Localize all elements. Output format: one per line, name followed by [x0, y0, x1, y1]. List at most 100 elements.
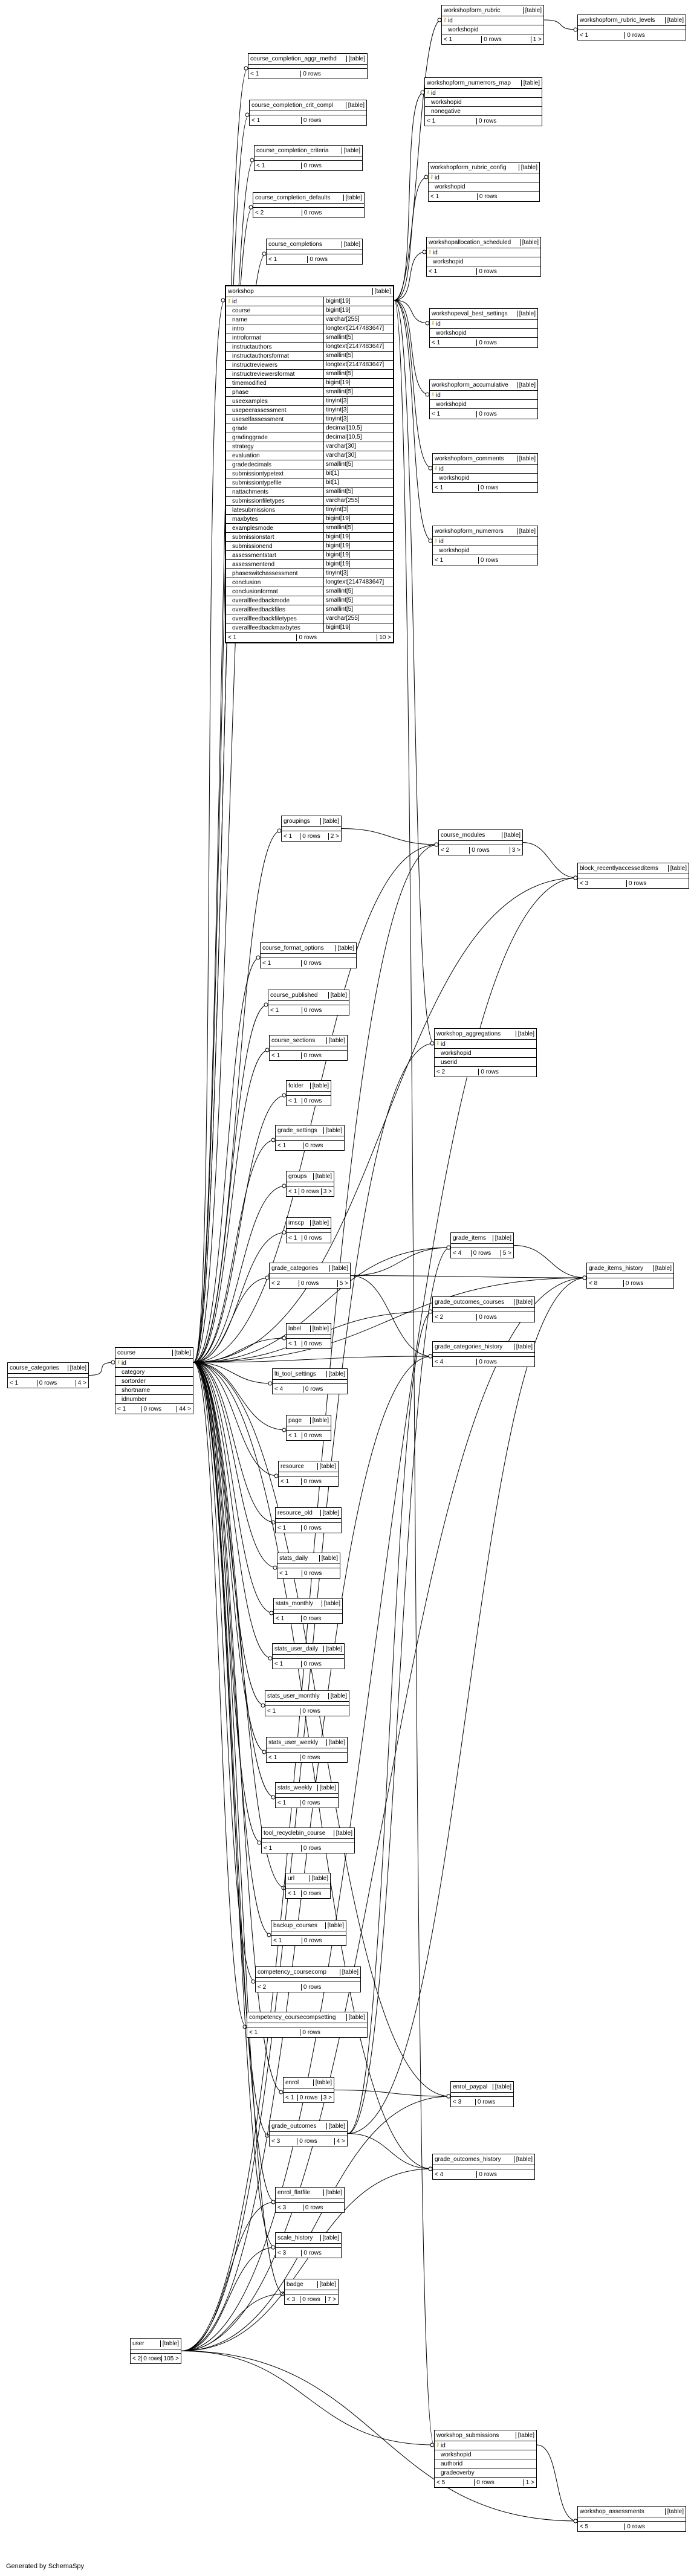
- table-name[interactable]: stats_weekly: [277, 1785, 313, 1791]
- table-name[interactable]: scale_history: [277, 2235, 313, 2241]
- table-name[interactable]: course: [117, 1350, 136, 1356]
- table-name[interactable]: stats_monthly: [276, 1600, 313, 1607]
- column-row[interactable]: authorid: [435, 2459, 536, 2468]
- table-name[interactable]: workshopeval_best_settings: [432, 311, 508, 317]
- column-row[interactable]: ⚷id: [430, 320, 537, 329]
- table-name[interactable]: grade_categories: [271, 1265, 319, 1272]
- table-name[interactable]: grade_items: [453, 1235, 487, 1241]
- table-name[interactable]: page: [288, 1417, 302, 1424]
- column-row[interactable]: workshopid: [435, 1049, 536, 1058]
- table-name[interactable]: course_categories: [10, 1365, 59, 1371]
- table-name[interactable]: workshopallocation_scheduled: [429, 239, 511, 246]
- table-name[interactable]: competency_coursecompsetting: [249, 2014, 336, 2021]
- table-name[interactable]: user: [132, 2340, 144, 2347]
- table-name[interactable]: label: [288, 1325, 302, 1332]
- table-name[interactable]: imscp: [288, 1220, 305, 1226]
- table-name[interactable]: groupings: [284, 818, 310, 825]
- table-name[interactable]: grade_outcomes: [271, 2123, 317, 2130]
- column-row[interactable]: ⚷id: [427, 248, 540, 257]
- table-name[interactable]: course_completion_aggr_methd: [250, 56, 337, 62]
- column-row[interactable]: workshopid: [435, 2450, 536, 2459]
- table-name[interactable]: workshopform_rubric: [444, 7, 501, 14]
- table-name[interactable]: stats_daily: [279, 1555, 308, 1562]
- column-row[interactable]: ⚷id: [435, 2441, 536, 2450]
- table-name[interactable]: workshop_submissions: [436, 2432, 499, 2439]
- table-name[interactable]: resource_old: [277, 1510, 313, 1516]
- table-name[interactable]: stats_user_daily: [274, 1646, 319, 1652]
- column-row[interactable]: workshopid: [433, 546, 537, 555]
- column-row[interactable]: workshopid: [442, 25, 543, 34]
- column-row[interactable]: sortorder: [115, 1377, 193, 1386]
- table-name[interactable]: course_completion_crit_compl: [251, 102, 334, 109]
- table-name[interactable]: workshop_assessments: [580, 2508, 644, 2515]
- table-name[interactable]: stats_user_monthly: [267, 1693, 320, 1699]
- table-name[interactable]: resource: [281, 1463, 304, 1470]
- table-name[interactable]: stats_user_weekly: [268, 1739, 319, 1746]
- column-row[interactable]: ⚷id: [433, 465, 537, 474]
- table-name[interactable]: folder: [288, 1083, 304, 1089]
- column-row[interactable]: ⚷id: [429, 173, 539, 182]
- column-row[interactable]: gradeoverby: [435, 2468, 536, 2478]
- table-name[interactable]: course_sections: [271, 1037, 316, 1044]
- table-name[interactable]: workshop_aggregations: [436, 1031, 501, 1037]
- column-row[interactable]: ⚷id: [430, 391, 537, 400]
- table-name[interactable]: grade_outcomes_history: [435, 2156, 501, 2163]
- table-name[interactable]: workshop: [228, 288, 254, 295]
- column-row[interactable]: workshopid: [427, 257, 540, 266]
